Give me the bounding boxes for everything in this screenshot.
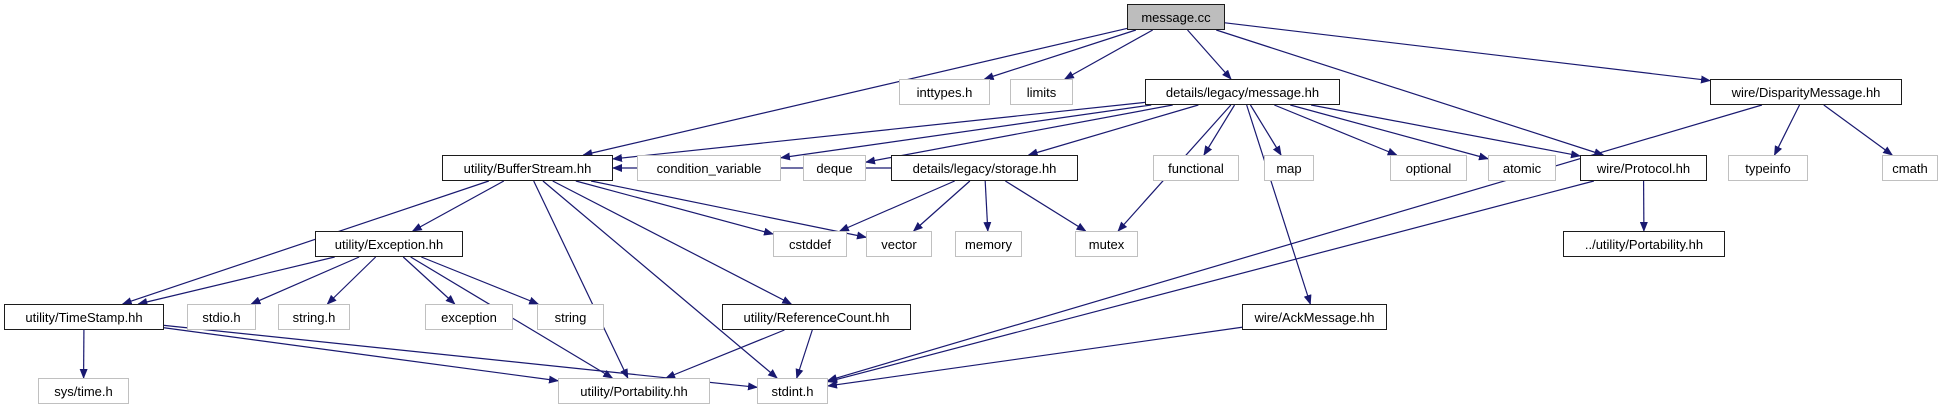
graph-node-legacy_message_hh[interactable]: details/legacy/message.hh bbox=[1145, 79, 1340, 105]
graph-node-condition_variable: condition_variable bbox=[637, 155, 781, 181]
graph-node-inttypes_h: inttypes.h bbox=[899, 79, 990, 105]
include-edge-disparity_message_hh--typeinfo bbox=[1773, 104, 1801, 156]
include-edge-message_cc--inttypes_h bbox=[983, 29, 1137, 81]
include-edge-reference_count_hh--stdint_h bbox=[795, 329, 813, 379]
graph-node-cstddef: cstddef bbox=[773, 231, 847, 257]
graph-node-disparity_message_hh[interactable]: wire/DisparityMessage.hh bbox=[1710, 79, 1902, 105]
include-edge-legacy_message_hh--ack_message_hh bbox=[1246, 104, 1312, 305]
graph-node-portability_hh: utility/Portability.hh bbox=[558, 378, 710, 404]
graph-node-functional: functional bbox=[1153, 155, 1239, 181]
include-edge-disparity_message_hh--stdint_h bbox=[827, 104, 1763, 382]
include-edge-ack_message_hh--stdint_h bbox=[827, 326, 1243, 389]
include-edge-protocol_hh--stdint_h bbox=[827, 180, 1595, 384]
include-edge-buffer_stream_hh--cstddef bbox=[575, 180, 774, 236]
graph-node-stdio_h: stdio.h bbox=[187, 304, 256, 330]
include-edge-exception_hh--string bbox=[421, 256, 540, 305]
include-edge-exception_hh--time_stamp_hh bbox=[137, 256, 335, 306]
include-edge-legacy_message_hh--atomic bbox=[1290, 104, 1489, 161]
graph-node-protocol_hh[interactable]: wire/Protocol.hh bbox=[1580, 155, 1707, 181]
graph-node-limits: limits bbox=[1010, 79, 1073, 105]
include-edge-exception_hh--stdio_h bbox=[250, 256, 360, 305]
graph-node-deque: deque bbox=[803, 155, 866, 181]
include-edge-legacy_message_hh--condition_variable bbox=[780, 104, 1152, 161]
graph-node-stdint_h: stdint.h bbox=[757, 378, 828, 404]
graph-node-rel_portability_hh[interactable]: ../utility/Portability.hh bbox=[1563, 231, 1725, 257]
include-edge-message_cc--protocol_hh bbox=[1216, 29, 1605, 157]
graph-node-map: map bbox=[1264, 155, 1314, 181]
include-edge-legacy_storage_hh--vector bbox=[912, 180, 971, 232]
include-edge-buffer_stream_hh--stdint_h bbox=[542, 180, 778, 379]
graph-node-ack_message_hh[interactable]: wire/AckMessage.hh bbox=[1242, 304, 1387, 330]
include-edge-legacy_message_hh--map bbox=[1249, 104, 1282, 156]
graph-node-vector: vector bbox=[866, 231, 932, 257]
include-edge-legacy_storage_hh--cstddef bbox=[838, 180, 955, 232]
include-edge-message_cc--limits bbox=[1063, 29, 1153, 80]
include-edge-legacy_message_hh--optional bbox=[1274, 104, 1398, 156]
graph-node-reference_count_hh[interactable]: utility/ReferenceCount.hh bbox=[722, 304, 911, 330]
include-edge-reference_count_hh--portability_hh bbox=[665, 329, 785, 379]
include-edge-time_stamp_hh--portability_hh bbox=[163, 327, 559, 384]
graph-node-string: string bbox=[537, 304, 604, 330]
include-edge-legacy_storage_hh--memory bbox=[983, 180, 992, 232]
include-edge-exception_hh--exception bbox=[402, 256, 456, 305]
graph-node-sys_time_h: sys/time.h bbox=[38, 378, 129, 404]
graph-node-memory: memory bbox=[955, 231, 1022, 257]
include-edge-exception_hh--string_h bbox=[326, 256, 377, 305]
graph-node-message_cc[interactable]: message.cc bbox=[1127, 4, 1225, 30]
graph-node-legacy_storage_hh[interactable]: details/legacy/storage.hh bbox=[891, 155, 1078, 181]
graph-node-time_stamp_hh[interactable]: utility/TimeStamp.hh bbox=[4, 304, 164, 330]
graph-node-buffer_stream_hh[interactable]: utility/BufferStream.hh bbox=[442, 155, 613, 181]
graph-node-cmath: cmath bbox=[1882, 155, 1938, 181]
graph-node-optional: optional bbox=[1390, 155, 1467, 181]
include-edge-message_cc--disparity_message_hh bbox=[1224, 22, 1711, 84]
include-edge-legacy_message_hh--deque bbox=[865, 104, 1173, 165]
include-edge-disparity_message_hh--cmath bbox=[1823, 104, 1894, 156]
include-edge-buffer_stream_hh--reference_count_hh bbox=[552, 180, 793, 305]
include-edge-legacy_storage_hh--mutex bbox=[1005, 180, 1087, 232]
graph-node-exception: exception bbox=[425, 304, 513, 330]
include-edge-buffer_stream_hh--vector bbox=[590, 180, 867, 240]
graph-node-string_h: string.h bbox=[278, 304, 350, 330]
include-edge-message_cc--buffer_stream_hh bbox=[582, 27, 1128, 157]
include-edge-time_stamp_hh--stdint_h bbox=[163, 324, 758, 391]
include-edge-legacy_message_hh--buffer_stream_hh bbox=[612, 101, 1146, 162]
graph-node-atomic: atomic bbox=[1488, 155, 1556, 181]
graph-node-typeinfo: typeinfo bbox=[1728, 155, 1808, 181]
include-edge-message_cc--legacy_message_hh bbox=[1187, 29, 1232, 80]
include-edge-buffer_stream_hh--portability_hh bbox=[533, 180, 629, 379]
include-edge-buffer_stream_hh--time_stamp_hh bbox=[121, 180, 489, 305]
graph-node-exception_hh[interactable]: utility/Exception.hh bbox=[315, 231, 463, 257]
include-edge-legacy_message_hh--protocol_hh bbox=[1310, 104, 1581, 159]
graph-node-mutex: mutex bbox=[1075, 231, 1138, 257]
include-edge-buffer_stream_hh--exception_hh bbox=[411, 180, 505, 232]
include-edge-legacy_message_hh--legacy_storage_hh bbox=[1027, 104, 1199, 157]
include-edge-legacy_message_hh--functional bbox=[1203, 104, 1236, 156]
